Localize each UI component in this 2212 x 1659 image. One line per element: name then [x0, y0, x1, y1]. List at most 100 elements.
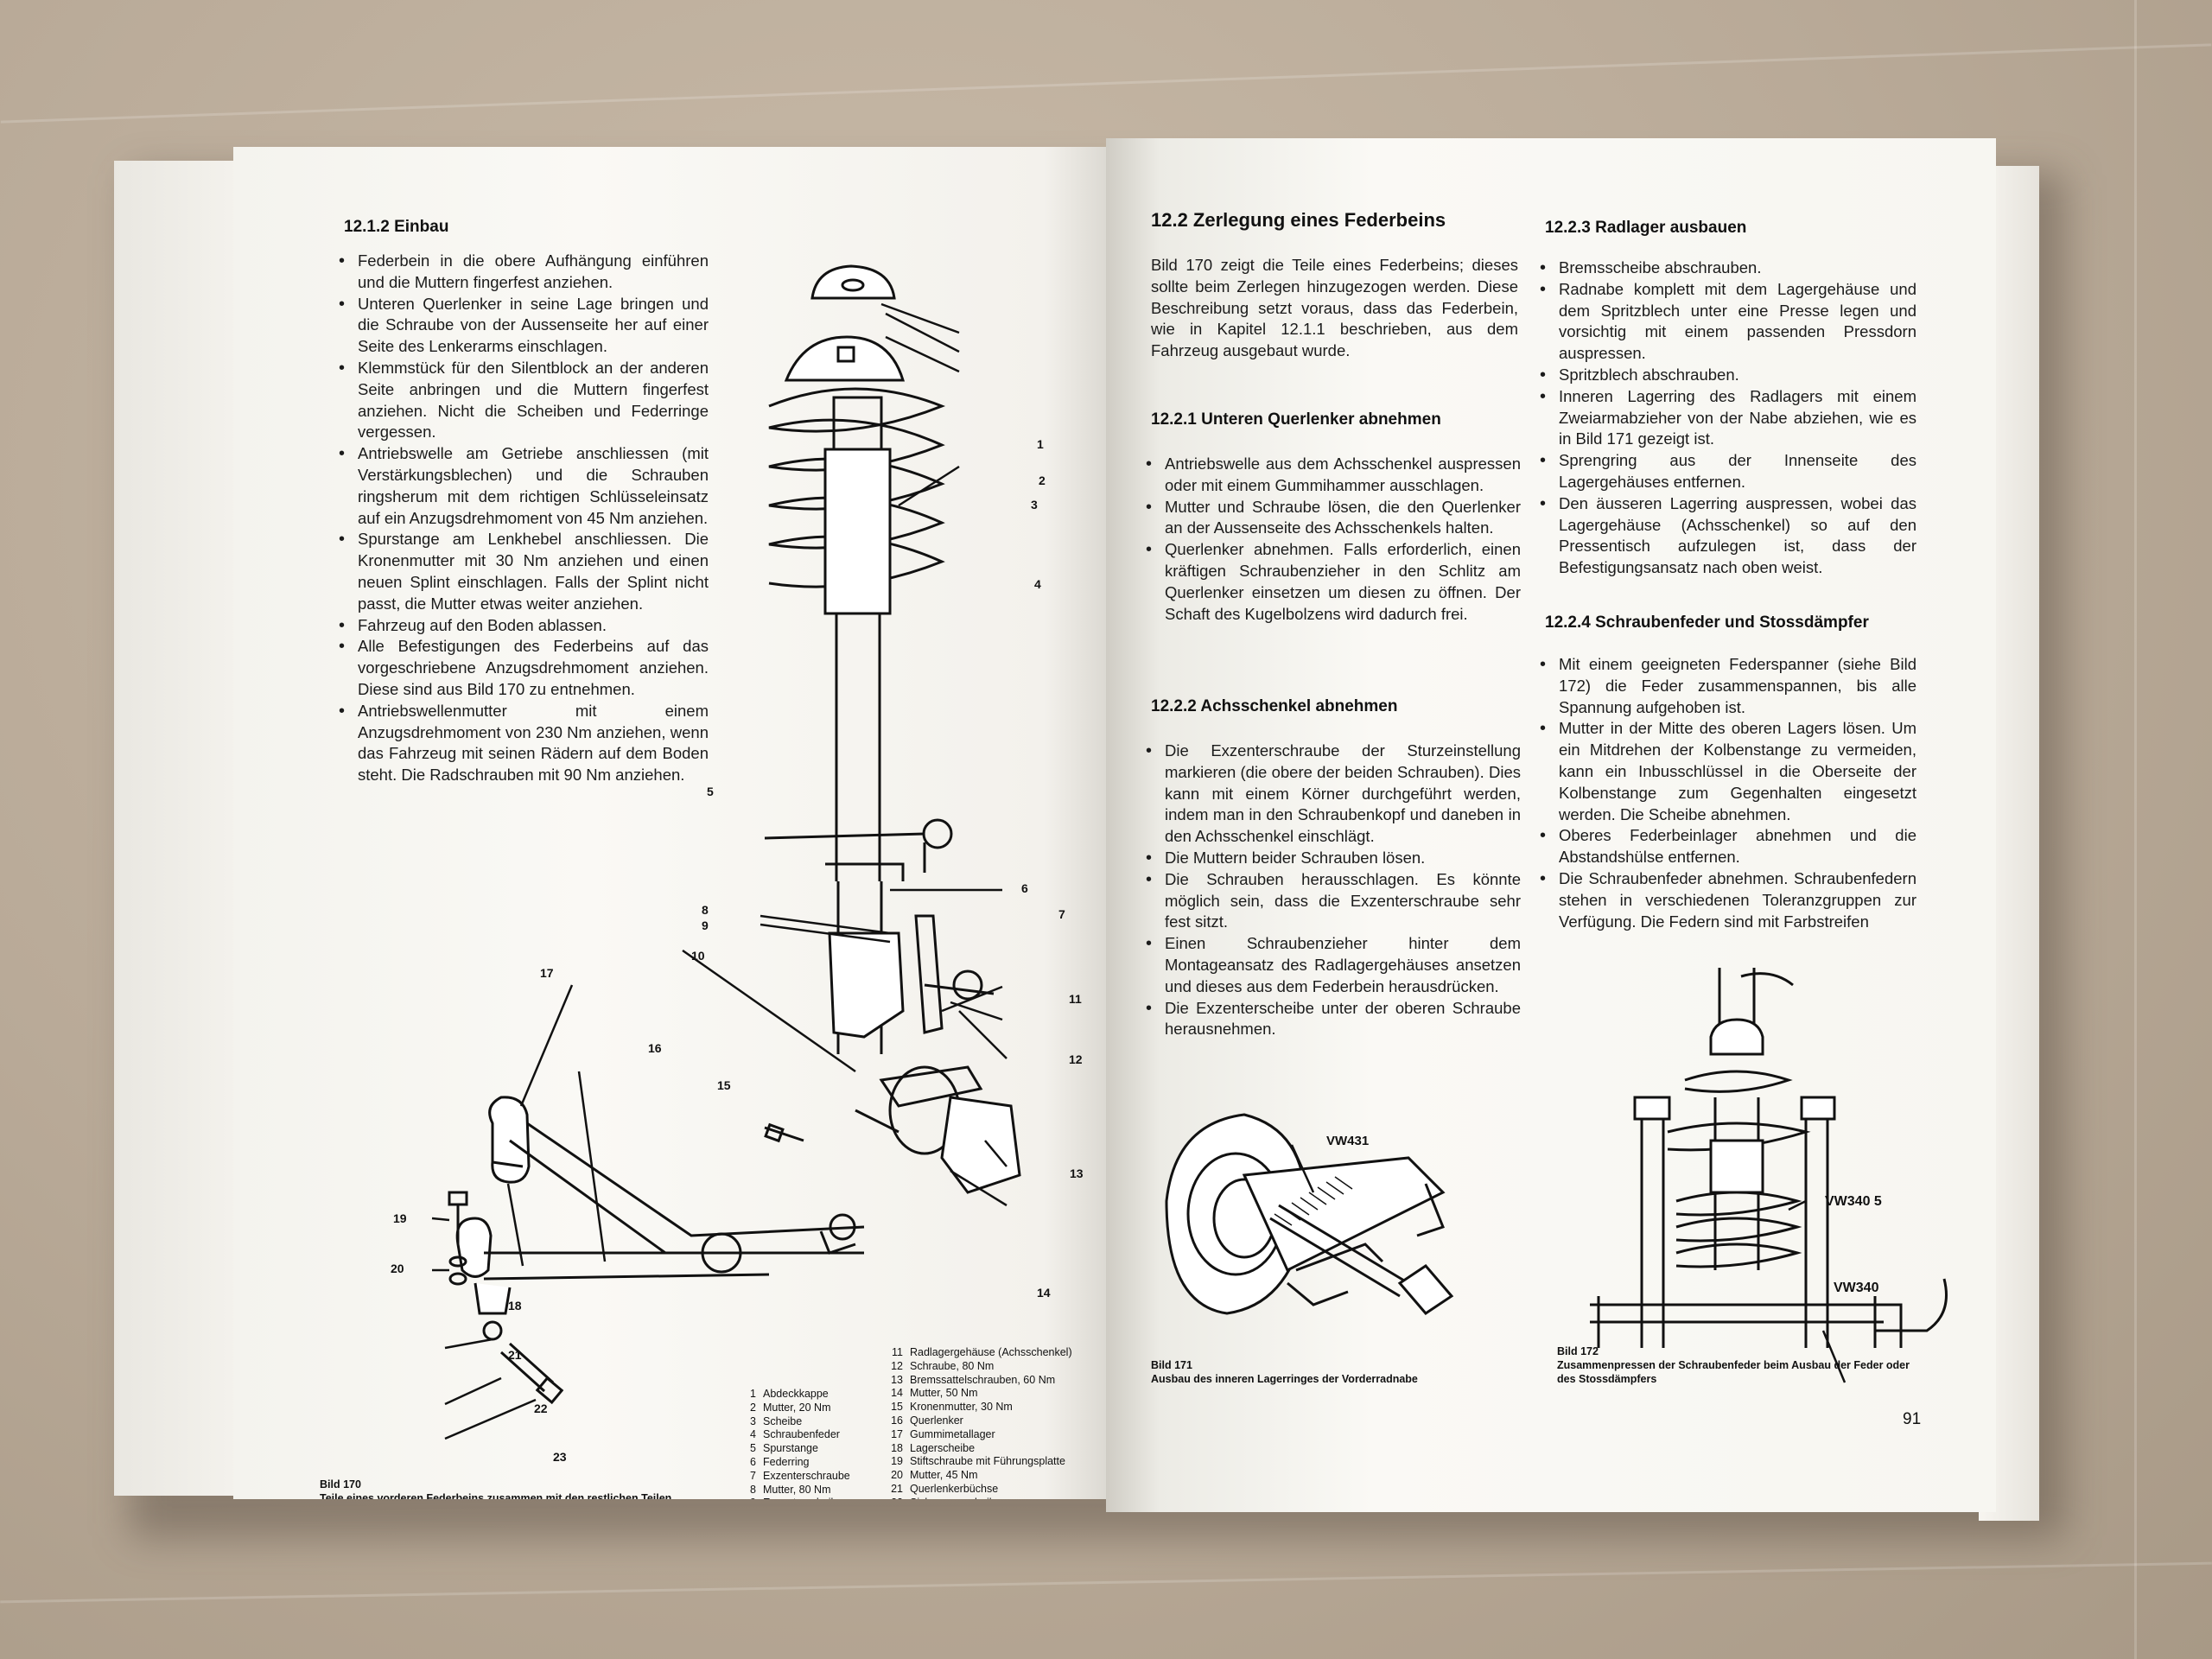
- legend-row: 9Exzenterscheibe: [739, 1497, 850, 1499]
- legend-row: 11 Radlagergehäuse (Achsschenkel): [886, 1346, 1072, 1360]
- legend-text: Schraubenfeder: [763, 1428, 840, 1441]
- figure-171-title: Bild 171: [1151, 1359, 1192, 1371]
- legend-row: 14 Mutter, 50 Nm: [886, 1387, 1072, 1401]
- querlenker-steps-list: Antriebswelle aus dem Achsschenkel auspr…: [1142, 454, 1521, 625]
- left-page: 12.1.2 Einbau Federbein in die obere Auf…: [233, 147, 1115, 1499]
- legend-number: 4: [750, 1428, 756, 1441]
- list-item: Radnabe komplett mit dem Lagergehäuse un…: [1536, 279, 1916, 365]
- list-item: Einen Schraubenzieher hinter dem Montage…: [1142, 933, 1521, 997]
- fig-label: 2: [1039, 474, 1046, 487]
- main-heading-zerlegung: 12.2 Zerlegung eines Federbeins: [1151, 209, 1446, 231]
- section-heading-einbau: 12.1.2 Einbau: [344, 218, 449, 236]
- fig-label: 18: [508, 1299, 522, 1313]
- legend-number: 19: [891, 1455, 903, 1468]
- legend-number: 14: [891, 1387, 903, 1400]
- figure-171-caption: Ausbau des inneren Lagerringes der Vorde…: [1151, 1373, 1418, 1385]
- legend-text: Exzenterschraube: [763, 1469, 850, 1482]
- legend-row: 4 Schraubenfeder: [739, 1428, 850, 1442]
- legend-row: 22Sicherungsscheibe: [886, 1497, 1072, 1499]
- radlager-steps-list: Bremsscheibe abschrauben.Radnabe komplet…: [1536, 257, 1916, 579]
- right-page: 12.2 Zerlegung eines Federbeins Bild 170…: [1106, 138, 1996, 1512]
- list-item: Die Schraubenfeder abnehmen. Schraubenfe…: [1536, 868, 1916, 932]
- einbau-steps-list: Federbein in die obere Aufhängung einfüh…: [335, 251, 709, 786]
- list-item: Die Schrauben herausschlagen. Es könnte …: [1142, 869, 1521, 933]
- legend-text: Abdeckkappe: [763, 1388, 829, 1400]
- legend-text: Mutter, 50 Nm: [910, 1387, 978, 1400]
- control-arm-drawing: [431, 984, 865, 1440]
- puller-tool-drawing: [1165, 1113, 1454, 1315]
- list-item: Spurstange am Lenkhebel anschliessen. Di…: [335, 529, 709, 614]
- feder-steps-list: Mit einem geeigneten Federspanner (siehe…: [1536, 654, 1916, 932]
- fig-label: 3: [1031, 498, 1038, 512]
- legend-row: 16 Querlenker: [886, 1414, 1072, 1428]
- legend-number: 1: [750, 1388, 756, 1400]
- list-item: Spritzblech abschrauben.: [1536, 365, 1916, 386]
- list-item: Antriebswellenmutter mit einem Anzugsdre…: [335, 701, 709, 786]
- list-item: Sprengring aus der Innenseite des Lagerg…: [1536, 450, 1916, 493]
- legend-number: 3: [750, 1414, 756, 1427]
- legend-number: 15: [891, 1401, 903, 1414]
- list-item: Fahrzeug auf den Boden ablassen.: [335, 615, 709, 637]
- fig-label: 22: [534, 1402, 548, 1415]
- list-item: Inneren Lagerring des Radlagers mit eine…: [1536, 386, 1916, 450]
- fig-label: 19: [393, 1211, 407, 1225]
- legend-number: 13: [891, 1373, 903, 1386]
- fig-label: 15: [717, 1078, 731, 1092]
- fig-label: 20: [391, 1262, 404, 1275]
- legend-text: Querlenker: [910, 1414, 963, 1427]
- page-stack-left: [114, 161, 252, 1496]
- list-item: Federbein in die obere Aufhängung einfüh…: [335, 251, 709, 294]
- legend-row: 3 Scheibe: [739, 1415, 850, 1429]
- page-number-right: 91: [1903, 1410, 1922, 1428]
- legend-text: Mutter, 80 Nm: [763, 1483, 831, 1496]
- legend-number: 7: [750, 1469, 756, 1482]
- fig-label: 6: [1021, 881, 1028, 895]
- legend-number: 9: [739, 1497, 756, 1499]
- fig-label: 8: [702, 903, 709, 917]
- legend-number: 11: [892, 1346, 903, 1358]
- list-item: Klemmstück für den Silentblock an der an…: [335, 358, 709, 443]
- legend-text: Querlenkerbüchse: [910, 1482, 999, 1495]
- fig-label: 11: [1069, 992, 1082, 1006]
- legend-text: Stiftschraube mit Führungsplatte: [910, 1455, 1065, 1468]
- list-item: Die Exzenterscheibe unter der oberen Sch…: [1142, 998, 1521, 1041]
- fig-label: 7: [1058, 907, 1065, 921]
- list-item: Oberes Federbeinlager abnehmen und die A…: [1536, 825, 1916, 868]
- legend-text: Scheibe: [763, 1414, 803, 1427]
- fig-label: 1: [1037, 437, 1044, 451]
- fig-label: 9: [702, 918, 709, 932]
- section-heading-achsschenkel: 12.2.2 Achsschenkel abnehmen: [1151, 697, 1398, 715]
- legend-text: Spurstange: [763, 1442, 818, 1455]
- legend-number: 16: [891, 1414, 903, 1427]
- list-item: Alle Befestigungen des Federbeins auf da…: [335, 636, 709, 700]
- figure-170-caption: Teile eines vorderen Federbeins zusammen…: [320, 1492, 672, 1499]
- legend-row: 5 Spurstange: [739, 1442, 850, 1456]
- legend-text: Gummimetallager: [910, 1427, 995, 1440]
- fig-label: 16: [648, 1041, 662, 1055]
- list-item: Die Muttern beider Schrauben lösen.: [1142, 848, 1521, 869]
- list-item: Mutter und Schraube lösen, die den Querl…: [1142, 497, 1521, 540]
- fig-label: 21: [508, 1348, 522, 1362]
- legend-number: 2: [750, 1401, 756, 1414]
- legend-text: Radlagergehäuse (Achsschenkel): [910, 1346, 1072, 1358]
- legend-text: Sicherungsscheibe: [910, 1497, 1001, 1499]
- fig-label: 13: [1070, 1166, 1084, 1180]
- fig-label: 10: [691, 949, 705, 963]
- legend-number: 5: [750, 1442, 756, 1455]
- tool-label-vw431: VW431: [1326, 1134, 1370, 1148]
- list-item: Antriebswelle aus dem Achsschenkel auspr…: [1142, 454, 1521, 497]
- section-heading-radlager: 12.2.3 Radlager ausbauen: [1545, 219, 1747, 237]
- list-item: Antriebswelle am Getriebe anschliessen (…: [335, 443, 709, 529]
- list-item: Mutter in der Mitte des oberen Lagers lö…: [1536, 718, 1916, 825]
- list-item: Die Exzenterschraube der Sturzeinstellun…: [1142, 741, 1521, 848]
- legend-text: Federring: [763, 1455, 810, 1468]
- list-item: Unteren Querlenker in seine Lage bringen…: [335, 294, 709, 358]
